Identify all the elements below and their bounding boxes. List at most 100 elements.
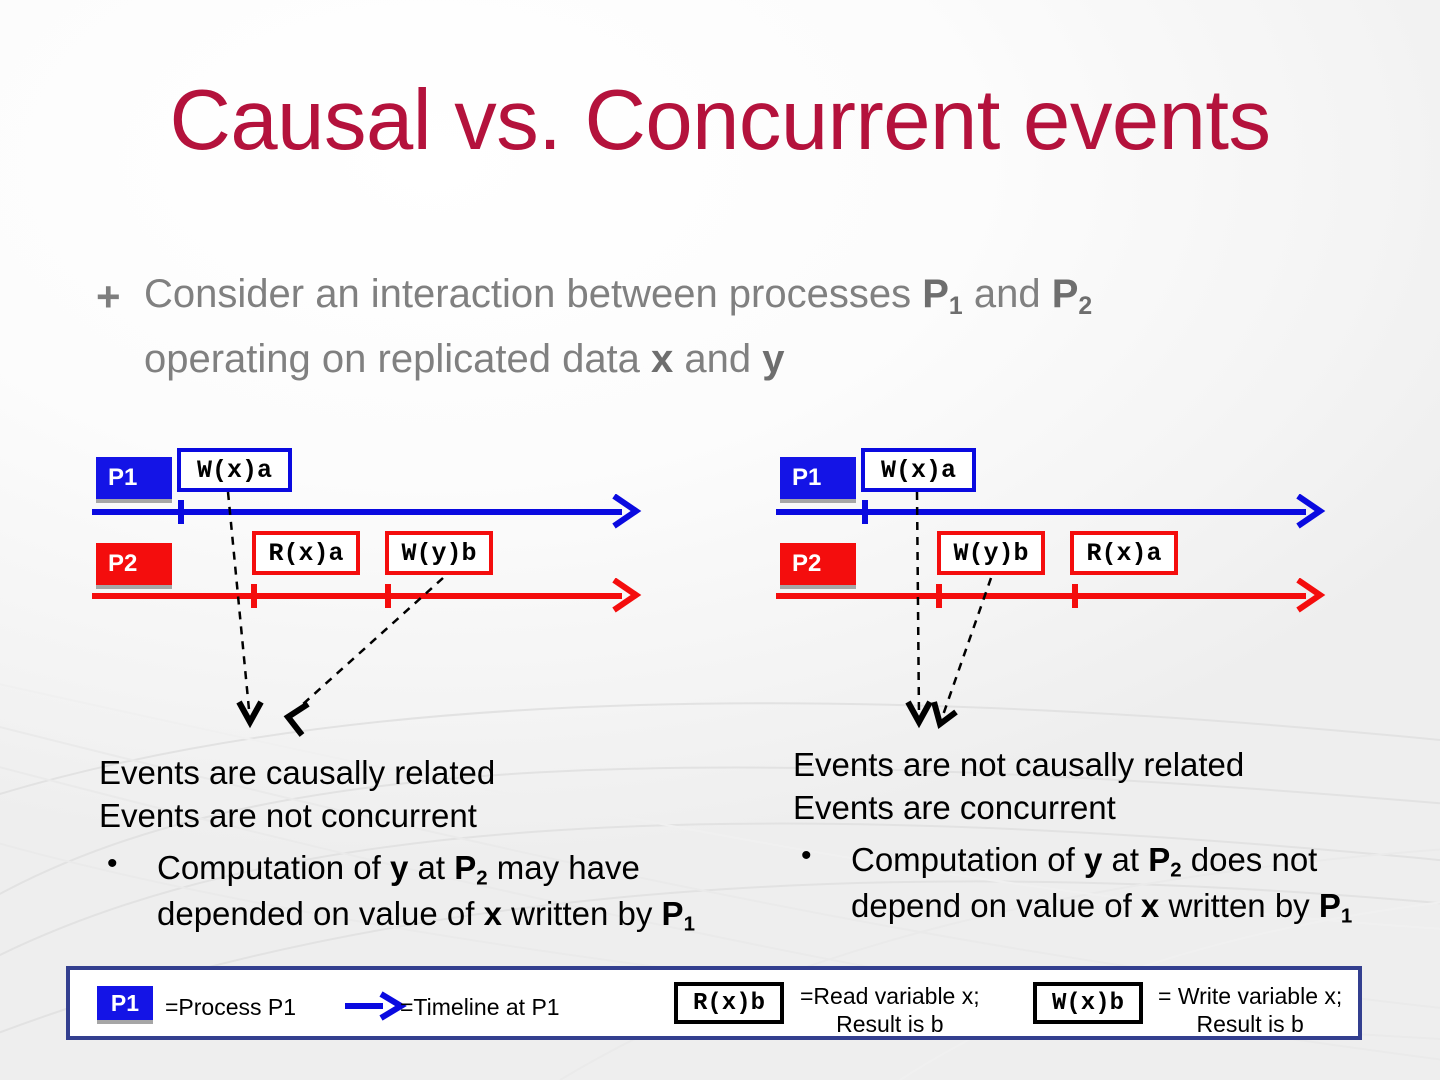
legend-read-box: R(x)b bbox=[674, 982, 784, 1024]
sb-c: does not bbox=[1181, 840, 1318, 878]
diagram-causal: P1 W(x)a P2 R(x)a W(y)b bbox=[0, 0, 720, 760]
diagram-concurrent-p2-timeline-arrowhead bbox=[1296, 578, 1326, 613]
conclusion-causal-line1: Events are causally related bbox=[99, 754, 496, 791]
sb-e: written by bbox=[501, 895, 662, 933]
sb-b: at bbox=[1102, 840, 1149, 878]
conclusion-causal-subbullet: •Computation of y at P2 may have depende… bbox=[99, 846, 749, 939]
legend-write-box: W(x)b bbox=[1033, 982, 1143, 1024]
lead-text-part-a: Consider an interaction between processe… bbox=[144, 272, 923, 316]
diagram-causal-p2-tick-1 bbox=[251, 584, 257, 608]
sb-a: Computation of bbox=[851, 840, 1084, 878]
sb-e: written by bbox=[1159, 887, 1319, 925]
p2-badge-label: P2 bbox=[792, 550, 822, 577]
sb-x: x bbox=[483, 895, 502, 933]
diagram-causal-p2-event-1: W(y)b bbox=[385, 531, 493, 575]
sb-p2: P2 bbox=[454, 848, 487, 890]
diagram-causal-p2-timeline bbox=[92, 593, 622, 599]
p1-badge-label: P1 bbox=[792, 464, 822, 491]
diagram-causal-p2-tick-2 bbox=[385, 584, 391, 608]
diagram-causal-p1-tick-1 bbox=[178, 500, 184, 524]
diagram-causal-p1-timeline bbox=[92, 509, 622, 515]
legend-panel: P1 =Process P1 =Timeline at P1 R(x)b =Re… bbox=[66, 966, 1362, 1040]
lead-text-part-b: and bbox=[962, 272, 1052, 316]
sb-p1: P1 bbox=[661, 895, 695, 936]
legend-write-text: = Write variable x; Result is b bbox=[1158, 982, 1342, 1038]
lead-text-part-d: and bbox=[673, 337, 763, 382]
diagram-concurrent-p1-timeline bbox=[776, 509, 1306, 515]
legend-process-text: =Process P1 bbox=[165, 994, 297, 1020]
lead-p2-subscript: 2 bbox=[1078, 292, 1093, 320]
sb-c: may have bbox=[487, 848, 640, 886]
event-label: W(y)b bbox=[953, 538, 1029, 568]
legend-read-text-line2: Result is b bbox=[836, 1011, 944, 1038]
bullet-dot-icon: • bbox=[801, 838, 812, 872]
lead-y-var: y bbox=[762, 337, 785, 382]
sb-y: y bbox=[1083, 840, 1103, 878]
diagram-causal-p1-event-0: W(x)a bbox=[177, 448, 292, 492]
legend-timeline-arrow-icon bbox=[345, 991, 407, 1021]
sb-p2: P2 bbox=[1148, 840, 1181, 882]
sb-p2-subscript: 2 bbox=[1170, 858, 1182, 882]
conclusion-concurrent: Events are not causally related Events a… bbox=[793, 744, 1440, 930]
lead-p2-letter: P bbox=[1051, 272, 1079, 316]
conclusion-causal: Events are causally related Events are n… bbox=[99, 752, 749, 938]
lead-bullet-text: Consider an interaction between processe… bbox=[144, 262, 1356, 392]
diagram-concurrent-p2-event-0: W(y)b bbox=[937, 531, 1045, 575]
bullet-dot-icon: • bbox=[107, 846, 118, 880]
diagram-causal-p2-timeline-arrowhead bbox=[612, 578, 642, 613]
lead-p1-label: P1 bbox=[922, 272, 962, 320]
conclusion-causal-line2: Events are not concurrent bbox=[99, 796, 477, 834]
p1-badge-label: P1 bbox=[108, 464, 138, 491]
legend-read-text-line1: =Read variable x; bbox=[800, 983, 980, 1009]
event-label: R(x)a bbox=[268, 538, 344, 568]
diagram-causal-p1-timeline-arrowhead bbox=[612, 494, 642, 529]
event-label: R(x)a bbox=[1086, 538, 1162, 568]
conclusion-concurrent-line2: Events are concurrent bbox=[793, 788, 1116, 826]
sb-b: at bbox=[408, 848, 455, 886]
plus-bullet-icon: + bbox=[96, 273, 121, 320]
legend-process-badge: P1 bbox=[97, 986, 153, 1020]
lead-x-var: x bbox=[651, 337, 674, 382]
sb-y: y bbox=[389, 848, 409, 886]
legend-read-text: =Read variable x; Result is b bbox=[800, 982, 980, 1038]
sb-p1-subscript: 1 bbox=[1340, 904, 1353, 928]
page-title: Causal vs. Concurrent events bbox=[169, 73, 1271, 168]
event-label: W(x)a bbox=[196, 455, 272, 485]
sb-d: depended on value of bbox=[157, 895, 484, 933]
diagram-causal-p2-badge: P2 bbox=[96, 543, 172, 585]
legend-write-text-line2: Result is b bbox=[1196, 1011, 1304, 1038]
lead-p1-subscript: 1 bbox=[948, 292, 963, 320]
sb-p2-letter: P bbox=[454, 848, 477, 886]
sb-x: x bbox=[1140, 887, 1160, 925]
sb-p1-letter: P bbox=[1318, 887, 1341, 925]
conclusion-concurrent-line1: Events are not causally related bbox=[793, 746, 1245, 783]
event-label: W(x)a bbox=[880, 455, 956, 485]
diagram-concurrent-p2-tick-1 bbox=[936, 584, 942, 608]
sb-p1-letter: P bbox=[661, 895, 684, 933]
sb-a: Computation of bbox=[157, 848, 390, 886]
sb-d: depend on value of bbox=[851, 887, 1141, 925]
diagram-concurrent-p2-event-1: R(x)a bbox=[1070, 531, 1178, 575]
sb-p1: P1 bbox=[1318, 887, 1352, 928]
event-label: W(y)b bbox=[401, 538, 477, 568]
lead-text-part-c: operating on replicated data bbox=[144, 337, 652, 382]
sb-p2-subscript: 2 bbox=[476, 866, 488, 890]
legend-write-box-label: W(x)b bbox=[1051, 989, 1124, 1017]
legend-process-badge-label: P1 bbox=[110, 989, 140, 1016]
diagram-concurrent-p1-timeline-arrowhead bbox=[1296, 494, 1326, 529]
diagram-concurrent-p1-badge: P1 bbox=[780, 457, 856, 499]
diagram-concurrent-p2-timeline bbox=[776, 593, 1306, 599]
sb-p2-letter: P bbox=[1148, 840, 1171, 878]
legend-timeline-text: =Timeline at P1 bbox=[400, 994, 560, 1020]
lead-p1-letter: P bbox=[922, 272, 949, 316]
diagram-concurrent: P1 W(x)a P2 W(y)b R(x)a bbox=[684, 0, 1440, 760]
diagram-causal-p1-badge: P1 bbox=[96, 457, 172, 499]
diagram-concurrent-p1-event-0: W(x)a bbox=[861, 448, 976, 492]
legend-read-box-label: R(x)b bbox=[692, 989, 765, 1017]
p2-badge-label: P2 bbox=[108, 550, 138, 577]
legend-write-text-line1: = Write variable x; bbox=[1158, 983, 1343, 1009]
lead-bullet-block: + Consider an interaction between proces… bbox=[96, 262, 1356, 392]
diagram-concurrent-p1-tick-1 bbox=[862, 500, 868, 524]
diagram-concurrent-p2-tick-2 bbox=[1072, 584, 1078, 608]
